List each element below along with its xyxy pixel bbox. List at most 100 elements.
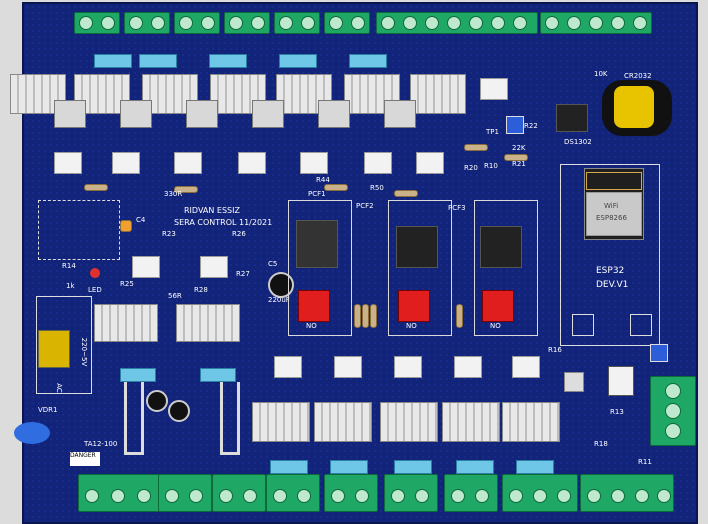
push-button[interactable]: [564, 372, 584, 392]
heatsink-bottom-5: [502, 402, 560, 442]
relay-cap-bottom-5: [516, 460, 554, 474]
power-supply-outline: [38, 200, 120, 260]
optocoupler-1: [54, 152, 82, 174]
pcf2-outline: [388, 200, 452, 336]
led-label: LED: [88, 286, 102, 294]
heatsink-bottom-3: [380, 402, 438, 442]
optocoupler-8: [132, 256, 160, 278]
dip2-no: NO: [406, 322, 417, 330]
terminal-block-bottom-1: [78, 474, 160, 512]
heatsink-left-1: [94, 304, 158, 342]
capacitor-c4: [120, 220, 132, 232]
r14-value: 1k: [66, 282, 75, 290]
esp-shield: [586, 192, 642, 236]
resistor: [504, 154, 528, 161]
optocoupler-2: [112, 152, 140, 174]
terminal-block-top-6: [324, 12, 370, 34]
r10-label: R10: [484, 162, 498, 170]
terminal-block-right: [650, 376, 696, 446]
dip1-no: NO: [306, 322, 317, 330]
pcf3-chip: [480, 226, 522, 268]
terminal-block-bottom-2: [158, 474, 212, 512]
blue-pot[interactable]: [650, 344, 668, 362]
heatsink-left-2: [176, 304, 240, 342]
tp1-pot[interactable]: [506, 116, 524, 134]
ds1302-label: DS1302: [564, 138, 592, 146]
v10k-label: 10K: [594, 70, 608, 78]
resistor: [362, 304, 369, 328]
wifi-label: WiFi: [604, 202, 619, 210]
r13-label: R13: [610, 408, 624, 416]
tp1-label: TP1: [486, 128, 499, 136]
resistor: [84, 184, 108, 191]
relay-cap-bottom-1: [270, 460, 308, 474]
r28-label: R28: [194, 286, 208, 294]
r27-label: R27: [236, 270, 250, 278]
ac-label: AC: [54, 383, 63, 393]
pcb-board: RIDVAN ESSIZ SERA CONTROL 11/2021 LED R1…: [10, 2, 698, 524]
terminal-block-bottom-8: [502, 474, 578, 512]
esp-button-right[interactable]: [630, 314, 652, 336]
optocoupler-12: [394, 356, 422, 378]
optocoupler-3: [174, 152, 202, 174]
relay-cap-left-1: [120, 368, 156, 382]
c4-label: C4: [136, 216, 146, 224]
r23-label: R23: [162, 230, 176, 238]
terminal-block-bottom-6: [384, 474, 438, 512]
triac-1: [54, 100, 86, 128]
dip-switch-2[interactable]: [398, 290, 430, 322]
project-label: SERA CONTROL 11/2021: [174, 218, 273, 227]
psu-label: 220~5V: [80, 337, 89, 367]
dip3-no: NO: [490, 322, 501, 330]
r20-label: R20: [464, 164, 478, 172]
terminal-block-top-7: [376, 12, 538, 34]
optocoupler-11: [334, 356, 362, 378]
relay-cap-1: [94, 54, 132, 68]
r11-label: R11: [638, 458, 652, 466]
right-ic: [608, 366, 634, 396]
resistor: [464, 144, 488, 151]
r14-label: R14: [62, 262, 76, 270]
pcf3-outline: [474, 200, 538, 336]
pcf2-label: PCF2: [356, 202, 374, 210]
optocoupler-4: [238, 152, 266, 174]
wifi-antenna: [586, 172, 642, 190]
esp32-label: ESP32: [596, 266, 625, 276]
resistor: [174, 186, 198, 193]
optocoupler-7: [416, 152, 444, 174]
power-supply-box: [36, 296, 92, 394]
optocoupler-rtc: [480, 78, 508, 100]
pcf3-label: PCF3: [448, 204, 466, 212]
c5-value: 220uF: [268, 296, 290, 304]
battery-holder: [614, 86, 654, 128]
triac-6: [384, 100, 416, 128]
pcf2-chip: [396, 226, 438, 268]
relay-cap-5: [349, 54, 387, 68]
varistor: [14, 422, 50, 444]
pcf1-label: PCF1: [308, 190, 326, 198]
ds1302-chip: [556, 104, 588, 132]
pcf1-outline: [288, 200, 352, 336]
r26-label: R26: [232, 230, 246, 238]
relay-cap-2: [139, 54, 177, 68]
electrolytic-cap: [146, 390, 168, 412]
esp32-module-outline: [560, 164, 660, 346]
terminal-block-top-3: [174, 12, 220, 34]
dip-switch-3[interactable]: [482, 290, 514, 322]
relay-cap-bottom-2: [330, 460, 368, 474]
heatsink-bottom-1: [252, 402, 310, 442]
terminal-block-top-2: [124, 12, 170, 34]
danger-sign: DANGER: [70, 452, 100, 466]
heatsink-1: [10, 74, 66, 114]
dip-switch-1[interactable]: [298, 290, 330, 322]
resistor: [324, 184, 348, 191]
r16-label: R16: [548, 346, 562, 354]
esp32-ver: DEV.V1: [596, 280, 629, 290]
electrolytic-cap-2: [168, 400, 190, 422]
r18-label: R18: [594, 440, 608, 448]
terminal-block-top-5: [274, 12, 320, 34]
optocoupler-13: [454, 356, 482, 378]
triac-5: [318, 100, 350, 128]
esp-button-left[interactable]: [572, 314, 594, 336]
terminal-block-bottom-4: [266, 474, 320, 512]
